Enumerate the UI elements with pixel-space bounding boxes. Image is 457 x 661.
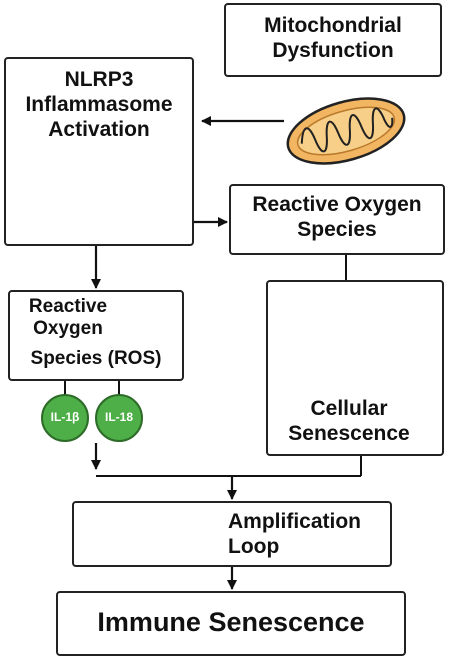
il1b-circle: [41, 394, 89, 442]
mitochondrial-dysfunction-box: [224, 3, 442, 77]
immune-senescence-box: [56, 591, 406, 656]
amplification-loop-label: Amplification Loop: [228, 510, 362, 558]
ros-left-box: [8, 290, 184, 381]
ros-right-label: Reactive Oxygen Species: [252, 193, 422, 241]
nlrp3-inflammasome-box: [4, 57, 194, 246]
ros-right-box: [229, 184, 445, 255]
cellular-senescence-label: Cellular Senescence: [288, 397, 410, 445]
amplification-loop-box: [72, 501, 392, 567]
ros-left-label: Reactive Oxygen: [28, 296, 108, 340]
cytokine-il18-label: IL-18: [104, 410, 133, 424]
mitochondrion-icon: [286, 97, 406, 165]
ros-left-label-line3: Species (ROS): [30, 348, 162, 369]
immune-senescence-label: Immune Senescence: [97, 607, 365, 637]
cytokine-il1b-label: IL-1β: [50, 410, 80, 424]
nlrp3-label: NLRP3 Inflammasome Activation: [25, 68, 173, 141]
il18-circle: [95, 394, 143, 442]
cellular-senescence-box: [266, 280, 444, 456]
mitochondrial-dysfunction-label: Mitochondrial Dysfunction: [264, 14, 402, 62]
